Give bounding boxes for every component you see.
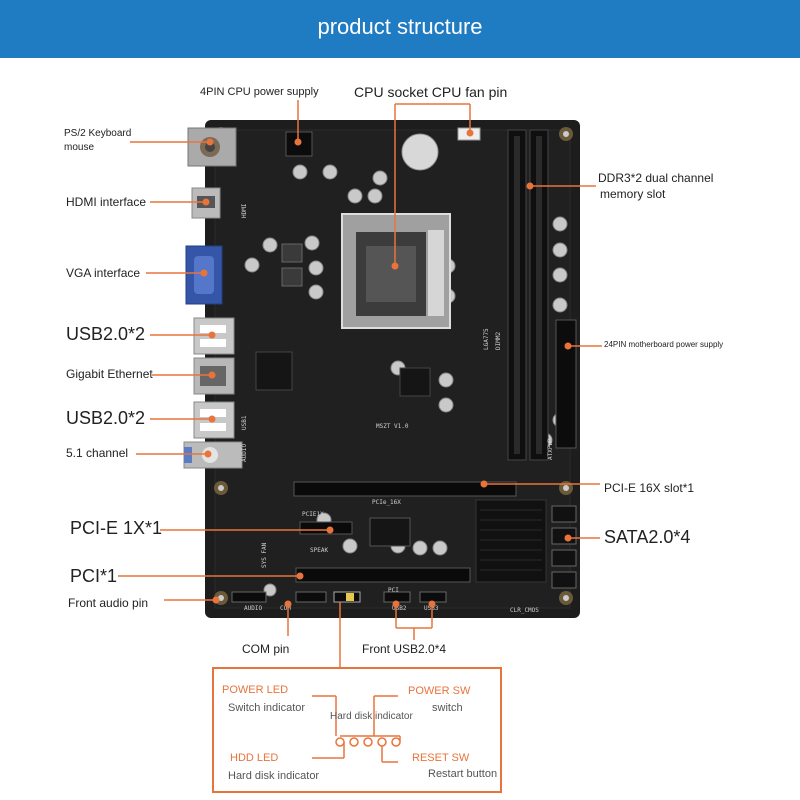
fp-power-sw-desc: switch <box>432 702 463 714</box>
label-sata: SATA2.0*4 <box>604 527 690 548</box>
label-ps2-line2: mouse <box>64 142 94 153</box>
silk-pcie1x: PCIE1X <box>302 511 324 518</box>
silk-lga: LGA775 <box>483 328 490 350</box>
silk-model: MSZT V1.0 <box>376 423 409 430</box>
sata-port <box>552 528 576 544</box>
label-hdmi: HDMI interface <box>66 195 146 209</box>
silk-clr-cmos: CLR_CMOS <box>510 607 539 614</box>
audio-header <box>232 592 266 602</box>
atx-power-connector <box>556 320 576 448</box>
fp-reset-sw: RESET SW <box>412 752 469 764</box>
sata-port <box>552 550 576 566</box>
fp-power-led: POWER LED <box>222 684 288 696</box>
label-atx24: 24PIN motherboard power supply <box>604 340 723 349</box>
silk-sys-fan: SYS FAN <box>261 542 268 568</box>
silk-audio-rear: AUDIO <box>241 444 248 462</box>
label-com: COM pin <box>242 642 289 656</box>
label-ethernet: Gigabit Ethernet <box>66 367 153 381</box>
label-cpu-socket: CPU socket CPU fan pin <box>354 84 507 100</box>
silk-pcie16x: PCIe_16X <box>372 499 401 506</box>
silk-atx: ATXPWR <box>547 438 554 460</box>
label-ddr3: DDR3*2 dual channel <box>598 171 713 185</box>
label-pcie1x: PCI-E 1X*1 <box>70 518 162 539</box>
silk-hdmi: HDMI <box>241 203 248 218</box>
label-audio: 5.1 channel <box>66 446 128 460</box>
silk-pci: PCI <box>388 587 399 594</box>
fp-hdd-led: HDD LED <box>230 752 278 764</box>
label-pci: PCI*1 <box>70 566 117 587</box>
label-front-audio: Front audio pin <box>68 596 148 610</box>
silk-dimm: DIMM2 <box>495 332 502 350</box>
silk-usb1: USB1 <box>241 415 248 430</box>
pci-slot <box>296 568 470 582</box>
fp-hdd-led-desc: Hard disk indicator <box>228 770 319 782</box>
label-pcie16x: PCI-E 16X slot*1 <box>604 481 694 495</box>
label-cpu-power: 4PIN CPU power supply <box>200 86 319 98</box>
label-ddr3-line2: memory slot <box>600 187 665 201</box>
label-ps2: PS/2 Keyboard <box>64 128 131 139</box>
com-header <box>296 592 326 602</box>
label-vga: VGA interface <box>66 266 140 280</box>
sata-port <box>552 506 576 522</box>
label-usb-top: USB2.0*2 <box>66 324 145 345</box>
pcie1x-slot <box>300 522 352 534</box>
label-front-usb: Front USB2.0*4 <box>362 642 446 656</box>
fp-reset-sw-desc: Restart button <box>428 768 497 780</box>
label-usb-bottom: USB2.0*2 <box>66 408 145 429</box>
usb-header-2 <box>420 592 446 602</box>
silk-audio: AUDIO <box>244 605 262 612</box>
fp-power-sw: POWER SW <box>408 685 470 697</box>
cmos-battery <box>402 134 438 170</box>
sata-port <box>552 572 576 588</box>
fp-power-led-desc: Switch indicator <box>228 702 305 714</box>
silk-speak: SPEAK <box>310 547 328 554</box>
fp-hdd-center: Hard disk indicator <box>330 711 413 722</box>
